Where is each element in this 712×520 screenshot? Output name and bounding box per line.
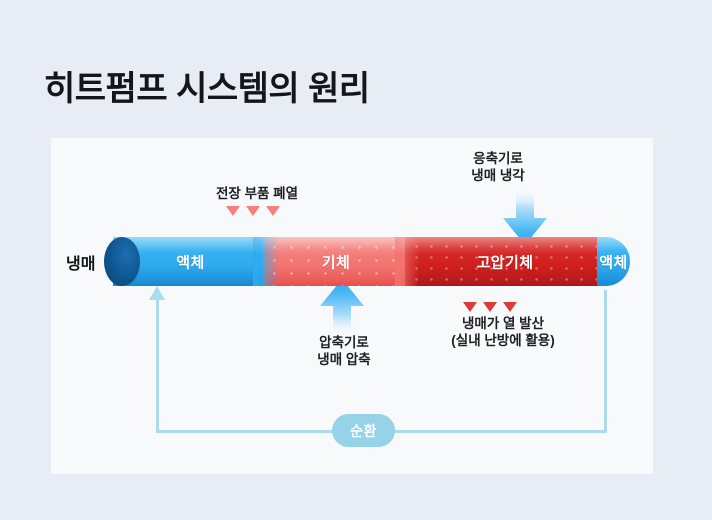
pipe-body: 액체 기체 고압기체 액체	[113, 237, 630, 286]
diagram-card: 순환 냉매 전장 부품 폐열 응축기로 냉매 냉각	[51, 138, 653, 474]
loop-arrow-up-icon	[149, 286, 165, 300]
pipe-segment-gas: 기체	[263, 237, 409, 286]
compressor-arrow-up-icon	[320, 279, 364, 336]
waste-heat-triangles-icon	[226, 206, 280, 216]
pipe-segment-liquid-left: 액체	[113, 237, 268, 286]
pipe-segment-high-pressure-gas: 고압기체	[405, 237, 605, 286]
pipe-segment-label: 액체	[599, 254, 628, 271]
circulation-badge: 순환	[332, 414, 395, 447]
annotation-waste-heat: 전장 부품 폐열	[215, 186, 299, 201]
heat-emission-triangles-icon	[463, 302, 517, 312]
condenser-arrow-down-icon	[503, 188, 547, 245]
pipe-segment-label: 기체	[321, 254, 351, 271]
page-title: 히트펌프 시스템의 원리	[44, 69, 370, 108]
refrigerant-pipe: 액체 기체 고압기체 액체	[104, 237, 630, 286]
pipe-segment-liquid-right: 액체	[597, 237, 630, 286]
loop-right-vertical-line	[604, 290, 607, 432]
annotation-heat-emission: 냉매가 열 발산 (실내 난방에 활용)	[451, 316, 555, 348]
pipe-left-cap-icon	[104, 237, 140, 286]
pipe-segment-label: 고압기체	[476, 254, 534, 271]
annotation-compressor: 압축기로 냉매 압축	[317, 335, 371, 367]
refrigerant-label: 냉매	[66, 256, 96, 273]
loop-bottom-line	[156, 430, 607, 433]
annotation-condenser: 응축기로 냉매 냉각	[471, 151, 525, 183]
pipe-segment-label: 액체	[176, 254, 205, 271]
loop-left-vertical-line	[156, 298, 159, 433]
